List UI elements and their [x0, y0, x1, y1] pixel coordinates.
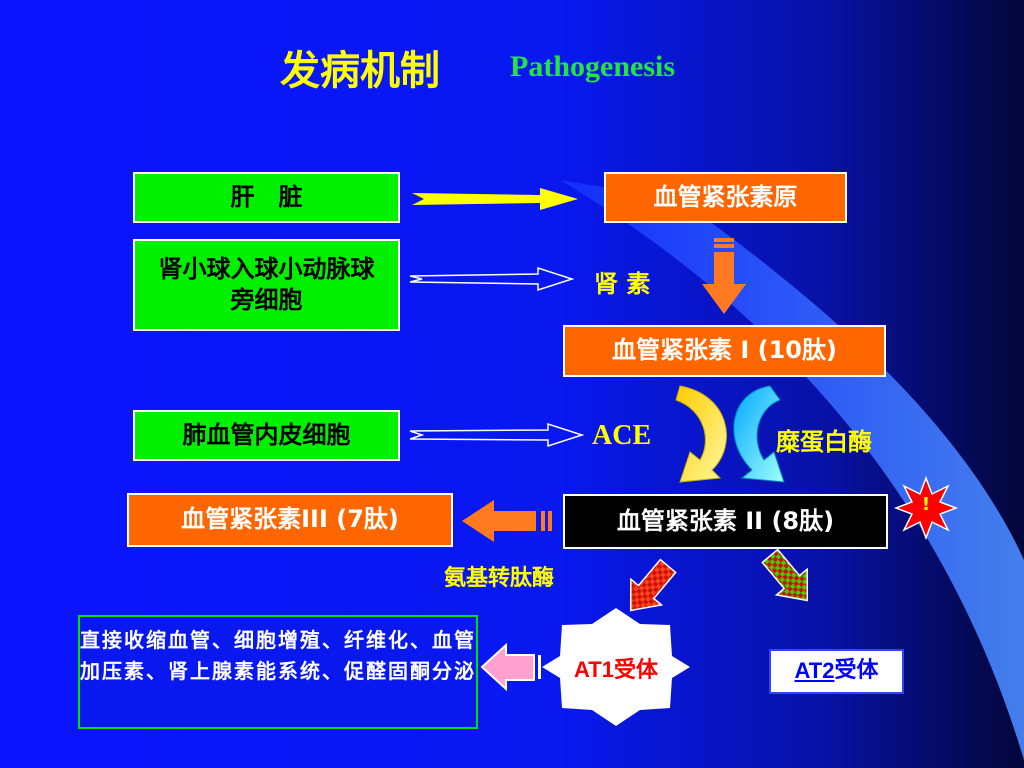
arrow-ace-curve — [675, 385, 727, 483]
box-angiotensinogen: 血管紧张素原 — [604, 172, 847, 223]
source-juxtaglomerular-cells: 肾小球入球小动脉球旁细胞 — [133, 239, 400, 331]
at1-receptor-shape — [542, 608, 690, 726]
effects-text: 直接收缩血管、细胞增殖、纤维化、血管加压素、肾上腺素能系统、促醛固酮分泌 — [80, 628, 476, 683]
alert-mark: ! — [921, 494, 931, 515]
angiotensinogen-label: 血管紧张素原 — [653, 182, 798, 211]
arrow-chymase-curve — [733, 385, 785, 483]
ace-label: ACE — [592, 420, 652, 451]
aminopeptidase-label: 氨基转肽酶 — [444, 566, 555, 591]
at1-suffix: 受体 — [613, 658, 658, 683]
angiotensin-2-label: 血管紧张素 II (8肽) — [616, 506, 835, 535]
arrow-ang2-to-at1 — [629, 558, 677, 612]
page-title-english: Pathogenesis — [510, 50, 675, 83]
source-lung-endothelium: 肺血管内皮细胞 — [133, 410, 400, 461]
arrow-liver-to-angiotensinogen — [412, 188, 578, 210]
renin-label: 肾 素 — [594, 270, 651, 298]
page-title: 发病机制 — [280, 48, 440, 94]
source-liver: 肝 脏 — [133, 172, 400, 223]
box-angiotensin-2: 血管紧张素 II (8肽) — [563, 494, 888, 549]
arrow-lung-to-ace — [409, 422, 585, 448]
arrow-renin-down — [702, 238, 746, 314]
at1-prefix: AT1 — [574, 657, 614, 682]
at1-receptor: AT1受体 — [558, 652, 674, 684]
background-swoosh — [560, 180, 1024, 760]
box-angiotensin-1: 血管紧张素 I (10肽) — [563, 325, 886, 377]
angiotensin-1-label: 血管紧张素 I (10肽) — [612, 336, 837, 365]
arrow-at1-to-effects — [480, 642, 541, 692]
box-angiotensin-3: 血管紧张素III (7肽) — [127, 493, 453, 547]
source-liver-label: 肝 脏 — [230, 182, 303, 211]
at2-suffix: 受体 — [834, 658, 879, 684]
arrow-jg-to-renin — [409, 266, 575, 292]
angiotensin-3-label: 血管紧张素III (7肽) — [181, 505, 399, 534]
alert-star-icon — [893, 475, 959, 541]
source-lung-endothelium-label: 肺血管内皮细胞 — [182, 420, 351, 449]
arrow-ang2-to-at2 — [761, 548, 809, 602]
arrow-ang2-to-ang3 — [462, 500, 552, 542]
at2-prefix: AT2 — [794, 658, 835, 684]
chymase-label: 糜蛋白酶 — [776, 428, 872, 456]
effects-box: 直接收缩血管、细胞增殖、纤维化、血管加压素、肾上腺素能系统、促醛固酮分泌 — [78, 615, 478, 729]
source-juxtaglomerular-label: 肾小球入球小动脉球旁细胞 — [158, 254, 375, 314]
